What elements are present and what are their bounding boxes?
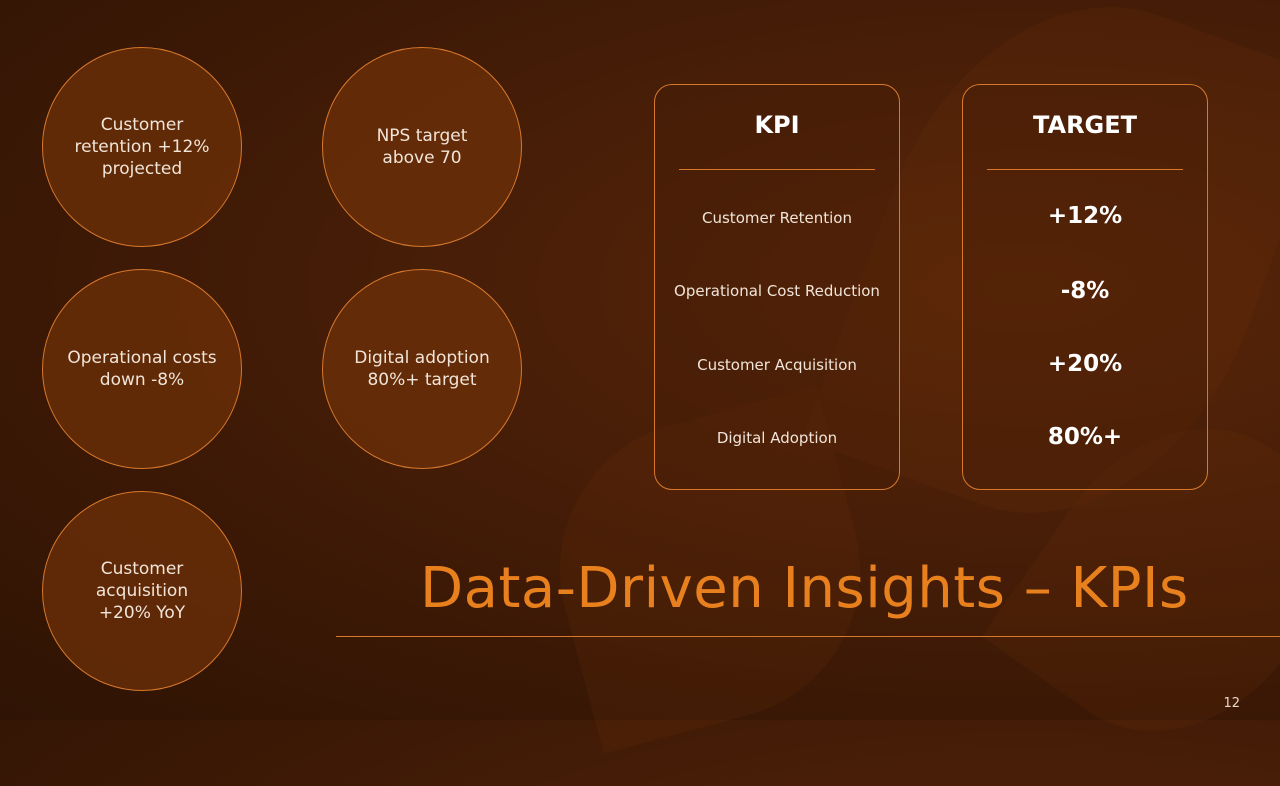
kpi-label: Digital Adoption [716, 429, 838, 447]
kpi-label: Customer Retention [702, 209, 852, 227]
circle-text: Customer acquisition +20% YoY [95, 559, 189, 623]
insight-circle-acquisition: Customer acquisition +20% YoY [42, 491, 242, 691]
circle-text: NPS target above 70 [376, 126, 468, 168]
target-divider [987, 169, 1183, 170]
target-value: +12% [1047, 203, 1123, 229]
insight-circle-costs: Operational costs down -8% [42, 269, 242, 469]
target-header: TARGET [1032, 111, 1138, 139]
insight-circle-retention: Customer retention +12% projected [42, 47, 242, 247]
target-value: -8% [1060, 278, 1110, 304]
kpi-divider [679, 169, 875, 170]
kpi-label: Customer Acquisition [697, 356, 857, 374]
insight-circle-nps: NPS target above 70 [322, 47, 522, 247]
target-panel: TARGET +12% -8% +20% 80%+ [962, 84, 1208, 490]
page-number: 12 [1223, 696, 1240, 711]
kpi-panel: KPI Customer Retention Operational Cost … [654, 84, 900, 490]
target-value: 80%+ [1047, 424, 1123, 450]
target-value: +20% [1047, 351, 1123, 377]
kpi-label: Operational Cost Reduction [674, 282, 880, 300]
kpi-header: KPI [754, 111, 800, 139]
circle-text: Digital adoption 80%+ target [354, 348, 490, 390]
circle-text: Customer retention +12% projected [74, 115, 210, 179]
insight-circle-digital: Digital adoption 80%+ target [322, 269, 522, 469]
slide-title: Data-Driven Insights – KPIs [420, 556, 1189, 621]
circle-text: Operational costs down -8% [67, 348, 217, 390]
title-underline [336, 636, 1280, 637]
